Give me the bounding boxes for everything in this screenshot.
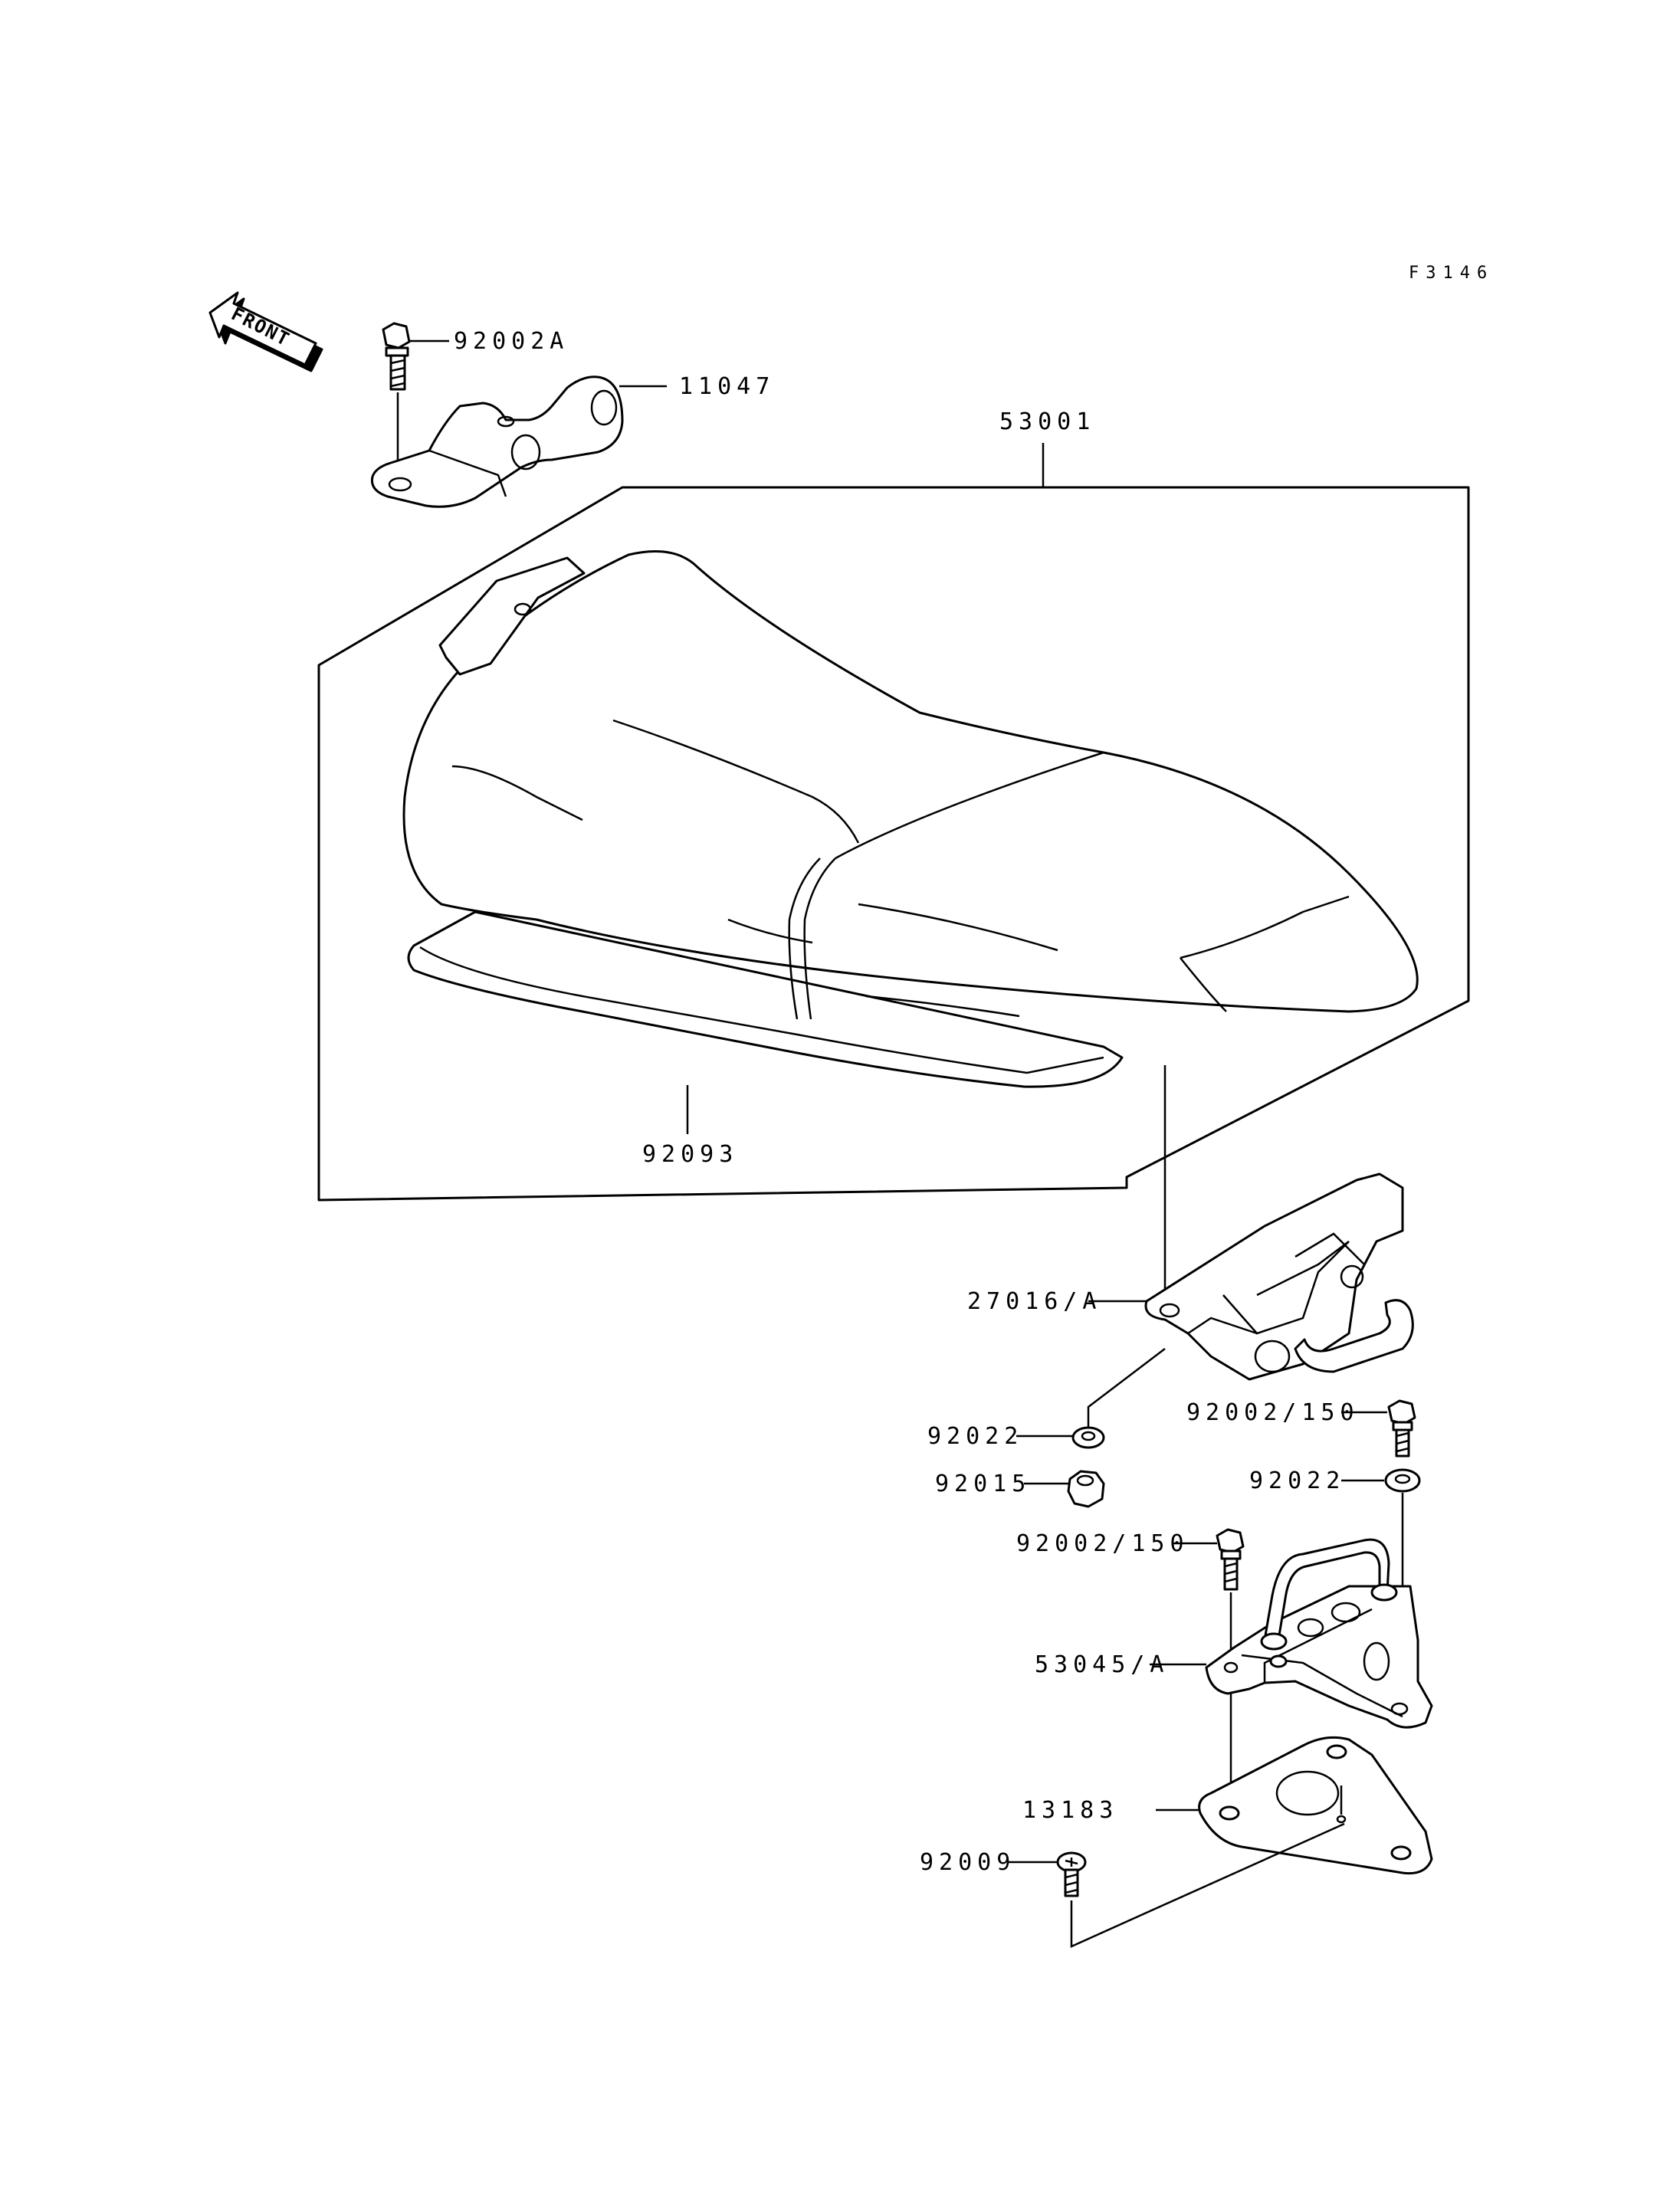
seat-53001 [402,550,1419,1088]
part-label-92015: 92015 [935,1471,1031,1497]
bolt-92002-150-mid [1173,1528,1245,1801]
plate-13183 [1156,1736,1433,1875]
part-label-92022-left: 92022 [927,1423,1023,1450]
hinge-27016a [1088,1172,1414,1381]
front-arrow-icon: FRONT [208,291,323,372]
part-label-92093: 92093 [642,1141,738,1168]
part-label-92002a: 92002A [454,328,569,355]
part-label-92002-150-top: 92002/150 [1186,1399,1360,1426]
bracket-11047 [370,375,667,508]
part-label-92009: 92009 [920,1849,1016,1876]
screw-92009 [1009,1822,1345,1948]
part-label-27016a: 27016/A [967,1288,1101,1315]
part-label-13183: 13183 [1022,1797,1118,1824]
seat-assembly-frame [317,443,1470,1202]
figure-code: F3146 [1409,264,1494,283]
part-label-53045a: 53045/A [1035,1651,1169,1678]
bracket-53045a [1150,1538,1433,1729]
part-label-53001: 53001 [999,408,1095,435]
washer-92022-left [1016,1426,1105,1449]
part-label-11047: 11047 [679,373,775,400]
part-label-92022-right: 92022 [1249,1467,1345,1494]
nut-92015 [1024,1470,1105,1508]
bolt-92002-150-top [1341,1399,1416,1458]
part-label-92002-150-mid: 92002/150 [1016,1530,1189,1557]
leader-hinge-washer [1087,1348,1166,1433]
